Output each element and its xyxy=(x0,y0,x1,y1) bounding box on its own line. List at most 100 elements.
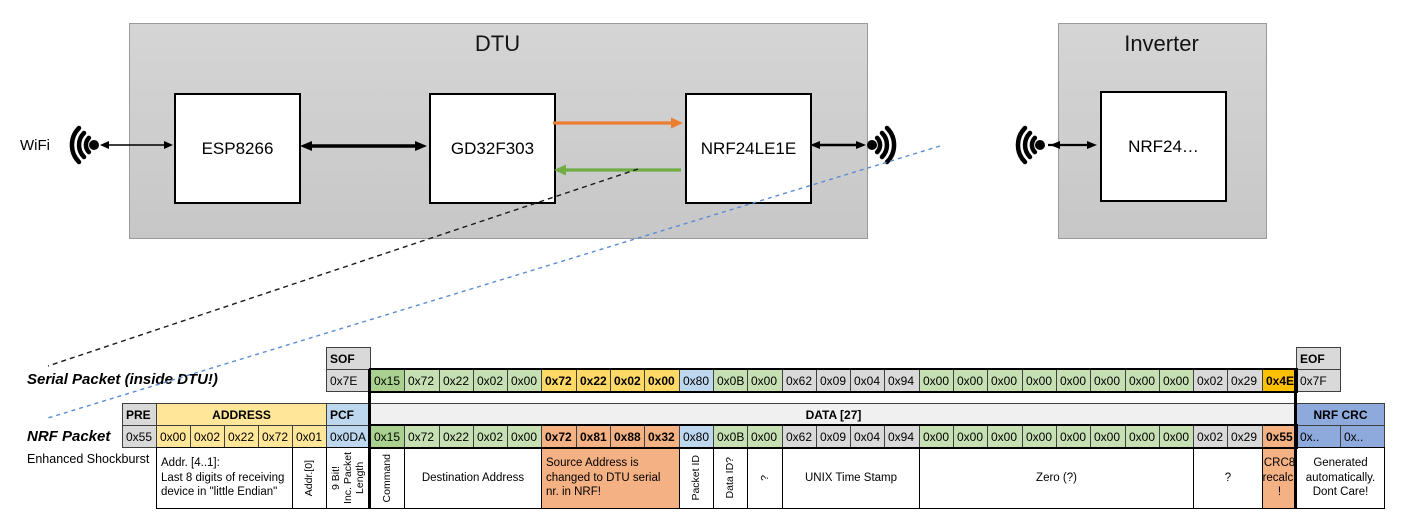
serial-byte-cell: 0x00 xyxy=(987,369,1023,392)
pre-value-cell: 0x55 xyxy=(122,425,157,448)
annotation-cell: ? xyxy=(1193,447,1263,509)
annotation-cell: Destination Address xyxy=(404,447,542,509)
nrf-byte-cell: 0x00 xyxy=(1056,425,1091,448)
serial-byte-cell: 0x4E xyxy=(1262,369,1297,392)
serial-byte-cell: 0x22 xyxy=(439,369,474,392)
serial-byte-cell: 0x00 xyxy=(1056,369,1091,392)
serial-byte-cell: 0x94 xyxy=(884,369,920,392)
nrf-byte-cell: 0x00 xyxy=(1090,425,1126,448)
annotation-cell: Source Address is changed to DTU serial … xyxy=(541,447,680,509)
nrf-address-byte-cell: 0x72 xyxy=(258,425,293,448)
nrf-byte-cell: 0x02 xyxy=(1193,425,1228,448)
pcf-header-cell: PCF xyxy=(326,403,371,426)
nrf-byte-cell: 0x04 xyxy=(850,425,885,448)
nrf-byte-cell: 0x02 xyxy=(473,425,508,448)
eof-value-cell: 0x7F xyxy=(1296,369,1341,392)
nrf-byte-cell: 0x72 xyxy=(541,425,577,448)
nrf-byte-cell: 0x00 xyxy=(987,425,1023,448)
annotation-cell: 9 Bit! Inc. Packet Length xyxy=(326,447,371,509)
nrf-byte-cell: 0x00 xyxy=(953,425,988,448)
serial-byte-cell: 0x00 xyxy=(1022,369,1057,392)
annotation-cell: Addr. [4..1]: Last 8 digits of receiving… xyxy=(156,447,293,509)
serial-byte-cell: 0x00 xyxy=(1159,369,1194,392)
eof-header-cell: EOF xyxy=(1296,347,1341,370)
nrf-byte-cell: 0x80 xyxy=(679,425,714,448)
serial-byte-cell: 0x80 xyxy=(679,369,714,392)
serial-byte-cell: 0x00 xyxy=(507,369,542,392)
dtu-title: DTU xyxy=(474,31,521,56)
nrf-packet-label: NRF Packet xyxy=(27,428,111,445)
nrf-byte-cell: 0x62 xyxy=(782,425,817,448)
address-header-cell: ADDRESS xyxy=(156,403,327,426)
annotation-cell: UNIX Time Stamp xyxy=(782,447,920,509)
sof-header-cell: SOF xyxy=(326,347,371,370)
wifi-arcs xyxy=(1015,125,1038,165)
wifi-dot xyxy=(89,140,99,150)
annotation-rotated-text: Data ID? xyxy=(724,457,737,499)
nrf-byte-cell: 0x72 xyxy=(404,425,440,448)
serial-packet-label: Serial Packet (inside DTU!) xyxy=(27,371,218,388)
serial-byte-cell: 0x02 xyxy=(1193,369,1228,392)
serial-byte-cell: 0x00 xyxy=(644,369,680,392)
nrf-byte-cell: 0x00 xyxy=(1125,425,1160,448)
nrf-crc-byte-cell: 0x.. xyxy=(1296,425,1341,448)
wifi-icon-dtu-right xyxy=(867,125,897,165)
serial-byte-cell: 0x22 xyxy=(576,369,611,392)
wifi-label: WiFi xyxy=(20,137,50,154)
serial-byte-cell: 0x02 xyxy=(473,369,508,392)
inverter-nrf24-box: NRF24… xyxy=(1100,91,1227,202)
annotation-rotated-text: Command xyxy=(381,453,394,503)
nrf-byte-cell: 0x15 xyxy=(370,425,405,448)
nrf-byte-cell: 0x00 xyxy=(919,425,954,448)
annotation-rotated-text: 9 Bit! Inc. Packet Length xyxy=(330,452,367,504)
data-header-cell: DATA [27] xyxy=(370,403,1297,426)
annotation-rotated-text: Addr.[0] xyxy=(303,459,316,497)
serial-byte-cell: 0x62 xyxy=(782,369,817,392)
serial-byte-cell: 0x00 xyxy=(1090,369,1126,392)
nrf-byte-cell: 0x22 xyxy=(439,425,474,448)
serial-byte-cell: 0x29 xyxy=(1227,369,1263,392)
nrf-byte-cell: 0x00 xyxy=(1159,425,1194,448)
annotation-cell: Addr.[0] xyxy=(292,447,327,509)
nrf-byte-cell: 0x00 xyxy=(747,425,783,448)
wifi-icon-left xyxy=(69,125,99,165)
nrf-address-byte-cell: 0x00 xyxy=(156,425,191,448)
annotation-cell: Generated automatically. Dont Care! xyxy=(1296,447,1385,509)
nrf-byte-cell: 0x00 xyxy=(1022,425,1057,448)
pre-header-cell: PRE xyxy=(122,403,157,426)
serial-byte-cell: 0x00 xyxy=(953,369,988,392)
annotation-cell: Zero (?) xyxy=(919,447,1194,509)
data-region-left-connector-line xyxy=(368,369,371,509)
sof-value-cell: 0x7E xyxy=(326,369,371,392)
annotation-cell: Packet ID xyxy=(679,447,714,509)
serial-byte-cell: 0x15 xyxy=(370,369,405,392)
serial-byte-cell: 0x02 xyxy=(610,369,645,392)
serial-byte-cell: 0x09 xyxy=(816,369,851,392)
serial-byte-cell: 0x00 xyxy=(1125,369,1160,392)
nrf-address-byte-cell: 0x22 xyxy=(224,425,259,448)
wifi-dot xyxy=(867,140,877,150)
data-region-right-connector-line xyxy=(1294,369,1297,509)
inverter-title: Inverter xyxy=(1124,31,1199,56)
annotation-cell: CRC8 recalc. ! xyxy=(1262,447,1297,509)
annotation-cell: Command xyxy=(370,447,405,509)
wifi-icon-inverter xyxy=(1015,125,1045,165)
serial-byte-cell: 0x0B xyxy=(713,369,748,392)
nrf-byte-cell: 0x0B xyxy=(713,425,748,448)
serial-byte-cell: 0x72 xyxy=(541,369,577,392)
wifi-arcs xyxy=(69,125,92,165)
serial-byte-cell: 0x04 xyxy=(850,369,885,392)
nrf-byte-cell: 0x81 xyxy=(576,425,611,448)
nrf-crc-byte-cell: 0x.. xyxy=(1340,425,1385,448)
wifi-arcs xyxy=(874,125,897,165)
wifi-dot xyxy=(1035,140,1045,150)
nrf-byte-cell: 0x32 xyxy=(644,425,680,448)
nrf-byte-cell: 0x29 xyxy=(1227,425,1263,448)
nrf-address-byte-cell: 0x02 xyxy=(190,425,225,448)
nrf-byte-cell: 0x00 xyxy=(507,425,542,448)
annotation-rotated-text: Packet ID xyxy=(690,455,703,501)
annotation-rotated-text: ? xyxy=(758,475,771,481)
nrf-byte-cell: 0x94 xyxy=(884,425,920,448)
pcf-value-cell: 0x0DA xyxy=(326,425,371,448)
